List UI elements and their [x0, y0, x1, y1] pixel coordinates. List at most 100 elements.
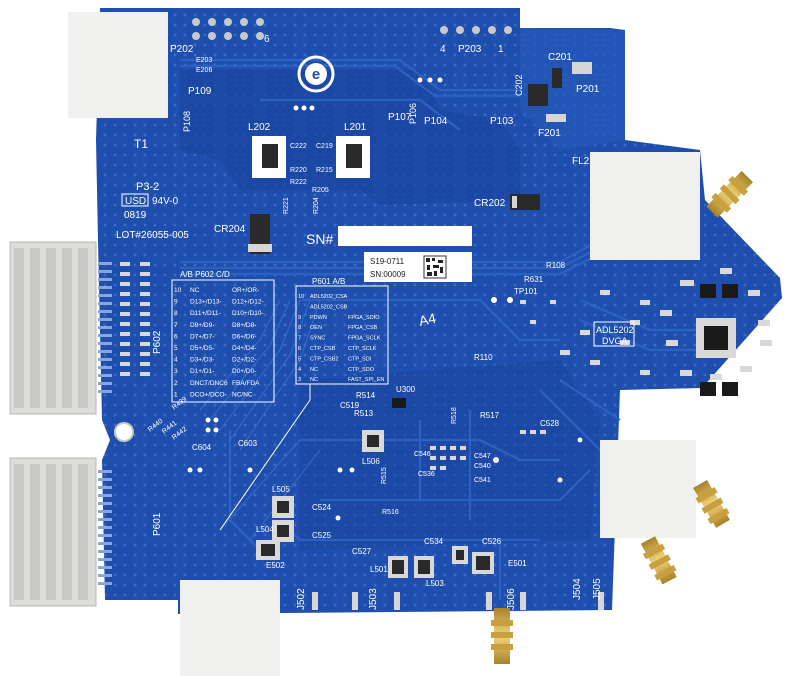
label-p103: P103: [490, 116, 514, 127]
table-p601-cell: CTP_SCLK: [348, 346, 377, 352]
label-p104: P104: [424, 116, 448, 127]
table-p601-cell: 6: [298, 346, 301, 352]
diode-cr204: [248, 214, 272, 254]
serial-sticker: [364, 252, 472, 282]
header-pins-top-left: [192, 18, 264, 40]
table-p602-cell: D7+/D7-: [190, 333, 214, 340]
edge-tabs-bottom: [312, 592, 604, 610]
table-p602-box: [171, 279, 275, 403]
table-p601-cell: ADL5202_CSA: [310, 294, 348, 300]
label-r108: R108: [546, 261, 566, 270]
table-p602-cell: D3+/D3-: [190, 357, 214, 364]
label-j506: J506: [506, 588, 517, 610]
copper-pour-mid: [300, 360, 600, 550]
label-cr204: CR204: [214, 224, 246, 235]
table-p601-cell: 3: [298, 377, 301, 383]
inductor-e501: [472, 552, 494, 574]
table-p602-cell: D8+/D8-: [232, 322, 256, 329]
table-p602-cell: 7: [174, 322, 178, 329]
label-c526: C526: [482, 537, 502, 546]
table-p602-cell: OR+/OR-: [232, 287, 259, 294]
mount-block-right-top: [590, 152, 700, 260]
table-p601-cell: 7: [298, 336, 301, 342]
inductor-l202: [252, 136, 286, 178]
table-p602-cell: 6: [174, 333, 178, 340]
table-p602-cell: D6+/D6-: [232, 333, 256, 340]
capacitor-c202: [528, 84, 548, 106]
label-r513: R513: [354, 409, 374, 418]
inductor-l501: [388, 556, 408, 578]
diode-cr202: [510, 194, 540, 210]
c201-pad: [552, 68, 562, 88]
label-e502: E502: [266, 561, 285, 570]
label-c219: C219: [316, 143, 333, 150]
label-p106: P106: [408, 103, 418, 124]
label-pin1: 1: [498, 44, 504, 55]
table-p601-cell: CTP_SDO: [348, 367, 375, 373]
label-j505: J505: [592, 578, 603, 600]
label-l503: L503: [426, 579, 444, 588]
label-c222: C222: [290, 143, 307, 150]
label-r631: R631: [524, 275, 544, 284]
label-c540: C540: [474, 463, 491, 470]
table-p601-cell: PDWN: [310, 315, 327, 321]
e-logo-icon: e: [297, 55, 335, 93]
table-p601-cell: CTP_SDI: [348, 356, 372, 362]
label-c527: C527: [352, 547, 372, 556]
label-sn: SN#: [306, 231, 333, 247]
inductor-l201: [336, 136, 370, 178]
svg-text:e: e: [312, 66, 320, 83]
header-pins-top-right: [440, 26, 512, 34]
label-r515: R515: [381, 467, 388, 484]
table-p602-cell: FBA/FDA: [232, 380, 260, 387]
label-c541: C541: [474, 477, 491, 484]
label-p201: P201: [576, 84, 600, 95]
mount-block-bottom: [180, 580, 280, 676]
fuse-f201: [546, 114, 566, 122]
table-p602-cell: D4+/D4-: [232, 345, 256, 352]
label-r222: R222: [290, 179, 307, 186]
table-p601-cell: 10: [298, 294, 304, 300]
table-p602-cell: D5+/D5-: [190, 345, 214, 352]
table-p601-cell: 5: [298, 356, 301, 362]
vias: [187, 77, 583, 521]
mount-block-top-left: [68, 12, 168, 118]
label-c525: C525: [312, 531, 332, 540]
inductor-l504: [272, 520, 294, 542]
sma-connector-top-right: [706, 170, 754, 218]
label-r110: R110: [474, 353, 493, 362]
traces-thin: [199, 299, 321, 541]
label-pin6: 6: [264, 34, 270, 45]
table-p602-cell: 8: [174, 310, 178, 317]
label-p109: P109: [188, 86, 212, 97]
label-e206: E206: [196, 67, 212, 74]
label-c604: C604: [192, 443, 212, 452]
label-c603: C603: [238, 439, 258, 448]
table-p602-cell: DCO+/DCO-: [190, 391, 227, 398]
label-c546: C546: [414, 451, 431, 458]
label-l505: L505: [272, 485, 290, 494]
table-p602-cell: D13+/D13-: [190, 299, 222, 306]
label-p3-2: P3-2: [136, 181, 159, 193]
table-p602-cell: 4: [174, 357, 178, 364]
label-j503: J503: [368, 588, 379, 610]
label-pin4: 4: [440, 44, 446, 55]
table-p601-cell: ADL5202_CSB: [310, 304, 348, 310]
label-l504: L504: [256, 525, 274, 534]
table-p602-cell: D12+/D12-: [232, 299, 264, 306]
table-p601-cell: 9: [298, 315, 301, 321]
label-l501: L501: [370, 565, 388, 574]
table-p601-cell: CTP_CSB2: [310, 356, 338, 362]
label-p203: P203: [458, 44, 482, 55]
table-p601-box: [295, 285, 389, 385]
label-date-code: 0819: [124, 210, 147, 221]
label-l506: L506: [362, 457, 380, 466]
label-e203: E203: [196, 57, 212, 64]
table-p601-cell: OEN: [310, 325, 322, 331]
adl5202-chip: [696, 318, 736, 358]
table-p602-title: A/B P602 C/D: [180, 270, 230, 279]
label-c528: C528: [540, 419, 560, 428]
table-p602-cell: 9: [174, 299, 178, 306]
